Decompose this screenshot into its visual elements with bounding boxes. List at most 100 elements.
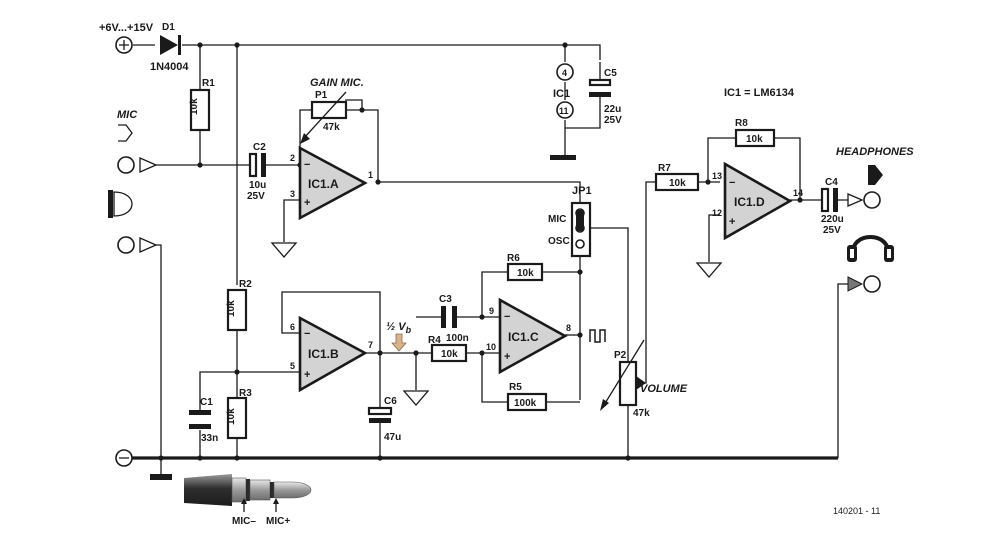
svg-text:C5: C5: [604, 68, 617, 79]
svg-text:C2: C2: [253, 142, 266, 153]
svg-text:10: 10: [486, 342, 496, 352]
resistor-r1: 10k R1: [189, 78, 215, 132]
svg-text:25V: 25V: [823, 225, 841, 236]
resistor-r7: 10k R7: [654, 163, 700, 192]
svg-text:IC1.C: IC1.C: [508, 330, 539, 344]
capacitor-c4: C4 220u 25V: [820, 177, 844, 236]
svg-text:13: 13: [712, 171, 722, 181]
svg-text:R5: R5: [509, 382, 522, 393]
svg-text:100n: 100n: [446, 333, 469, 344]
svg-text:10k: 10k: [226, 300, 237, 317]
svg-text:OSC: OSC: [548, 236, 570, 247]
svg-text:IC1.D: IC1.D: [734, 195, 765, 209]
svg-text:8: 8: [566, 323, 571, 333]
svg-text:MIC: MIC: [548, 214, 566, 225]
resistor-r8: 10k R8: [734, 118, 776, 148]
junction-dots: [158, 42, 803, 461]
svg-text:R2: R2: [239, 279, 252, 290]
svg-text:IC1.B: IC1.B: [308, 347, 339, 361]
ground-ic1d: [695, 262, 723, 278]
opamp-ic1c: IC1.C − + 9 10 8: [486, 297, 571, 375]
svg-text:C6: C6: [384, 396, 397, 407]
svg-text:10k: 10k: [226, 408, 237, 425]
mic-jack-plug: [184, 474, 312, 506]
ic-part-note: IC1 = LM6134: [724, 87, 795, 99]
svg-text:10k: 10k: [189, 98, 200, 115]
svg-text:MIC: MIC: [117, 109, 138, 121]
svg-text:−: −: [729, 177, 735, 189]
wires: [133, 44, 848, 478]
svg-text:25V: 25V: [247, 191, 265, 202]
potentiometer-p1: GAIN MIC. P1 47k: [300, 77, 364, 144]
square-wave-icon: [589, 329, 606, 343]
svg-text:12: 12: [712, 208, 722, 218]
svg-text:4: 4: [562, 68, 567, 78]
capacitor-c5: C5 22u 25V: [588, 62, 622, 126]
resistor-r2: 10k R2: [226, 279, 252, 332]
svg-text:9: 9: [489, 306, 494, 316]
capacitor-c6: C6 47u: [367, 396, 401, 443]
ground-divider: [402, 390, 430, 406]
svg-text:100k: 100k: [514, 398, 537, 409]
svg-text:7: 7: [368, 340, 373, 350]
ic1-power-pins: 4 IC1 11: [550, 63, 576, 160]
figure-code: 140201 - 11: [833, 506, 880, 516]
svg-text:6: 6: [290, 322, 295, 332]
svg-text:+: +: [304, 369, 310, 381]
svg-text:+: +: [304, 197, 310, 209]
svg-text:C3: C3: [439, 294, 452, 305]
svg-text:+: +: [729, 216, 735, 228]
jumper-jp1: JP1 MIC OSC: [548, 185, 592, 258]
mic-input: MIC: [108, 109, 158, 254]
capacitor-c3: C3 100n: [439, 294, 469, 344]
svg-text:MIC–: MIC–: [232, 516, 256, 527]
svg-text:10k: 10k: [669, 178, 686, 189]
headphones-output: HEADPHONES: [836, 146, 914, 209]
chassis-ground: [150, 474, 172, 480]
svg-text:½ Vb: ½ Vb: [386, 321, 412, 335]
svg-text:47k: 47k: [633, 408, 650, 419]
svg-text:+: +: [504, 351, 510, 363]
supply-terminal: +6V...+15V: [99, 22, 154, 54]
svg-text:IC1.A: IC1.A: [308, 177, 339, 191]
svg-text:−: −: [304, 328, 310, 340]
svg-text:33n: 33n: [201, 433, 218, 444]
ground-terminal: [115, 449, 133, 467]
resistor-r3: 10k R3: [226, 388, 252, 440]
svg-text:10k: 10k: [517, 268, 534, 279]
capacitor-c1: C1 33n: [189, 397, 218, 444]
svg-text:+6V...+15V: +6V...+15V: [99, 22, 154, 34]
svg-text:P1: P1: [315, 90, 328, 101]
opamp-ic1b: IC1.B − + 6 5 7: [290, 315, 373, 393]
svg-text:MIC+: MIC+: [266, 516, 290, 527]
capacitor-c2: C2 10u 25V: [247, 142, 266, 202]
svg-text:10k: 10k: [441, 349, 458, 360]
svg-text:C4: C4: [825, 177, 838, 188]
svg-text:2: 2: [290, 153, 295, 163]
potentiometer-p2: P2 VOLUME 47k: [600, 339, 688, 419]
ground-ic1a: [270, 242, 298, 258]
resistor-r6: 10k R6: [506, 253, 544, 282]
svg-text:1N4004: 1N4004: [150, 61, 189, 73]
svg-text:10k: 10k: [746, 134, 763, 145]
svg-text:5: 5: [290, 361, 295, 371]
svg-text:VOLUME: VOLUME: [640, 383, 688, 395]
half-vb-marker: ½ Vb: [386, 321, 412, 352]
svg-text:25V: 25V: [604, 115, 622, 126]
mic-contact-labels: MIC– MIC+: [232, 498, 290, 527]
svg-text:220u: 220u: [821, 214, 844, 225]
svg-text:R3: R3: [239, 388, 252, 399]
svg-text:R1: R1: [202, 78, 215, 89]
opamp-ic1d: IC1.D − + 13 12 14: [712, 161, 803, 241]
headphones-ground-terminal: [847, 275, 881, 293]
resistor-r4: 10k R4: [428, 335, 468, 363]
headphones-icon: [847, 235, 894, 262]
svg-text:P2: P2: [614, 350, 627, 361]
svg-text:3: 3: [290, 189, 295, 199]
svg-text:47u: 47u: [384, 432, 401, 443]
svg-text:10u: 10u: [249, 180, 266, 191]
svg-text:47k: 47k: [323, 122, 340, 133]
opamp-ic1a: IC1.A − + 2 3 1: [290, 145, 373, 221]
svg-text:22u: 22u: [604, 104, 621, 115]
svg-text:R4: R4: [428, 335, 441, 346]
